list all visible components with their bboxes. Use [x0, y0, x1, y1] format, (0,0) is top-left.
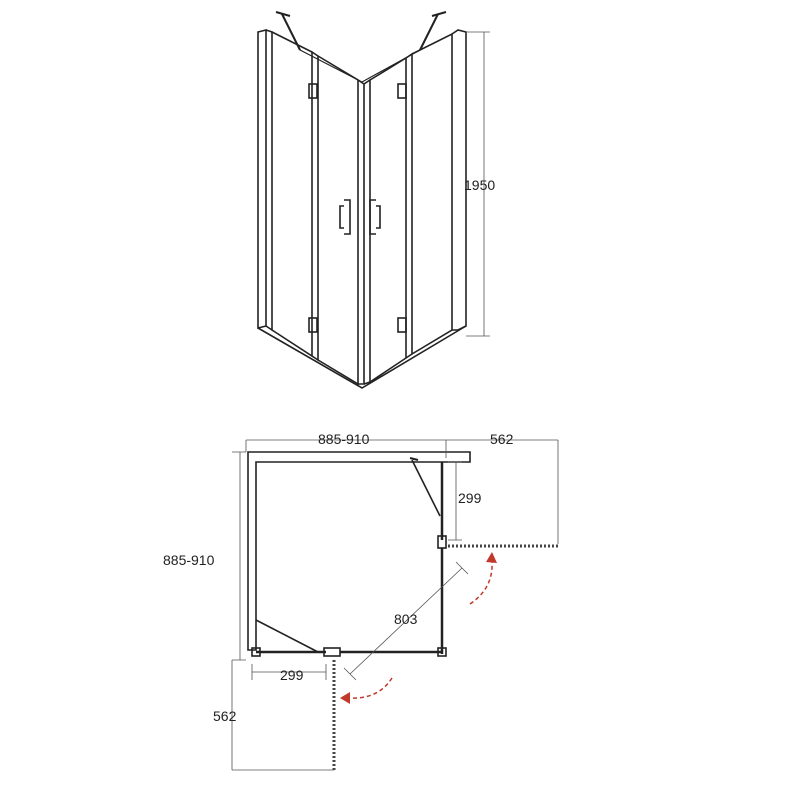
top-width-label: 885-910 [318, 431, 370, 447]
left-door-edge [357, 79, 365, 385]
right-door-glass [369, 56, 407, 383]
right-door-panel [405, 52, 413, 359]
elevation-view: 1950 [257, 11, 495, 389]
right-door-edge [363, 78, 371, 385]
handle-right [369, 199, 381, 235]
bottom-swing-arrow [347, 677, 393, 699]
right-panel-label: 299 [458, 490, 482, 506]
left-door-glass [317, 55, 359, 386]
hinge-bottom-left [308, 317, 318, 333]
hinge-top-left [308, 83, 318, 99]
bottom-folded-door [255, 619, 319, 653]
bottom-panel-label: 299 [280, 667, 304, 683]
height-label: 1950 [464, 177, 495, 193]
right-stabilizer-bar [419, 13, 439, 51]
left-depth-label: 885-910 [163, 552, 215, 568]
left-stabilizer-bar [281, 13, 301, 51]
left-fixed-panel [271, 31, 313, 358]
hinge-top-right [397, 83, 407, 99]
bottom-opening-label: 562 [213, 708, 237, 724]
top-opening-label: 562 [490, 431, 514, 447]
diagonal-label: 803 [394, 611, 418, 627]
left-wall-profile [257, 28, 267, 330]
right-swing-arrow [469, 559, 493, 605]
right-wall-profile [451, 29, 467, 331]
base-profile [257, 325, 467, 389]
plan-view: 885-910 562 299 803 885-910 299 562 [163, 431, 560, 771]
right-folded-door [411, 459, 441, 517]
left-panel-frame [265, 29, 273, 332]
left-door-panel [311, 51, 319, 362]
hinge-bottom-right [397, 317, 407, 333]
right-fixed-panel [411, 32, 453, 355]
back-wall [247, 451, 471, 651]
handle-left [339, 199, 351, 235]
